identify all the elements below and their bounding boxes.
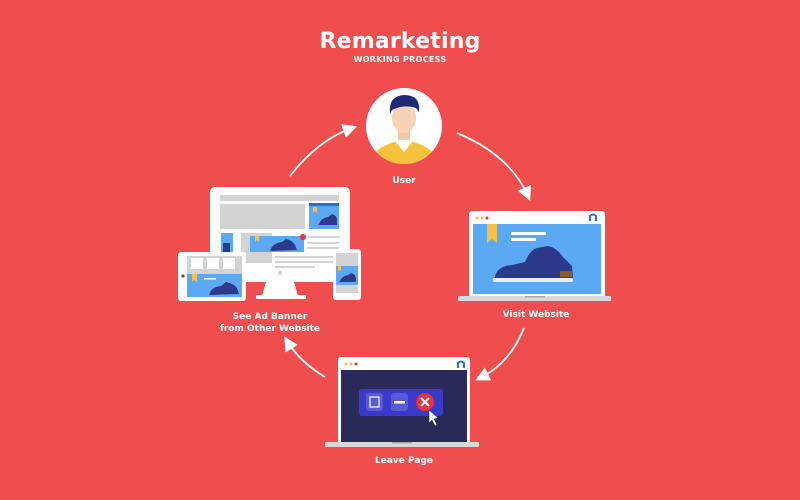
arrow-visit-to-leave bbox=[475, 327, 525, 381]
page-title: Remarketing bbox=[319, 29, 481, 54]
arrow-ad-to-user bbox=[289, 124, 358, 177]
step-label-ad-line2: from Other Website bbox=[219, 324, 321, 334]
step-label-user: User bbox=[392, 176, 416, 186]
arrow-user-to-visit bbox=[456, 132, 531, 201]
page-subtitle: WORKING PROCESS bbox=[353, 55, 447, 64]
arrow-leave-to-ad bbox=[284, 336, 326, 378]
step-label-ad-line1: See Ad Banner bbox=[232, 312, 308, 322]
step-label-visit: Visit Website bbox=[502, 310, 570, 320]
step-label-leave: Leave Page bbox=[375, 456, 433, 466]
